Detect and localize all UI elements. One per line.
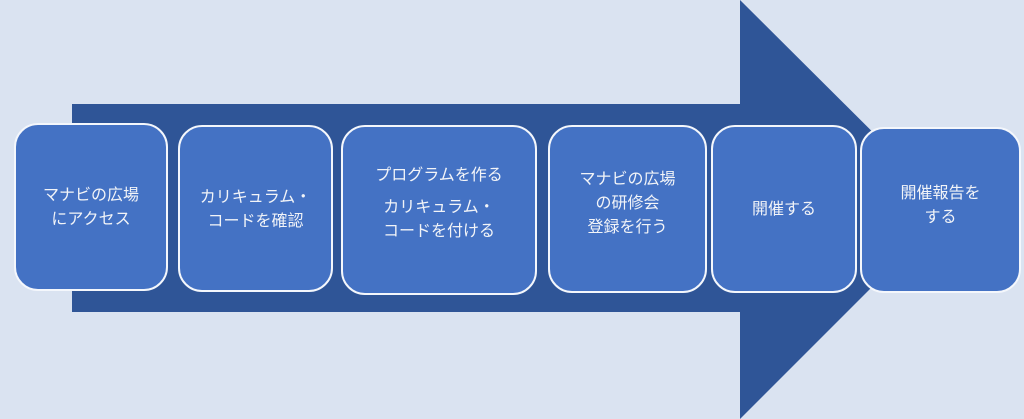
step-confirm-curriculum-code: カリキュラム・ コードを確認 — [178, 125, 333, 292]
step-create-program: プログラムを作る カリキュラム・ コードを付ける — [341, 125, 537, 295]
step-text: の研修会 — [595, 193, 660, 212]
step-access-manabi: マナビの広場 にアクセス — [14, 123, 168, 291]
step-text: コードを付ける — [382, 221, 495, 240]
step-text: マナビの広場 — [579, 169, 676, 188]
step-text: プログラムを作る — [375, 165, 503, 184]
step-text: カリキュラム・ — [199, 186, 312, 206]
step-text: 開催する — [751, 199, 816, 218]
step-text: コードを確認 — [207, 210, 304, 230]
step-text: 登録を行う — [587, 217, 668, 236]
step-hold-event: 開催する — [711, 125, 857, 293]
step-text: カリキュラム・ — [383, 197, 495, 216]
step-text: する — [924, 207, 957, 226]
step-text: にアクセス — [51, 209, 131, 228]
step-text: 開催報告を — [900, 183, 981, 202]
step-report-event: 開催報告を する — [860, 127, 1021, 293]
step-register-training: マナビの広場 の研修会 登録を行う — [548, 125, 707, 293]
step-text: マナビの広場 — [42, 185, 139, 204]
